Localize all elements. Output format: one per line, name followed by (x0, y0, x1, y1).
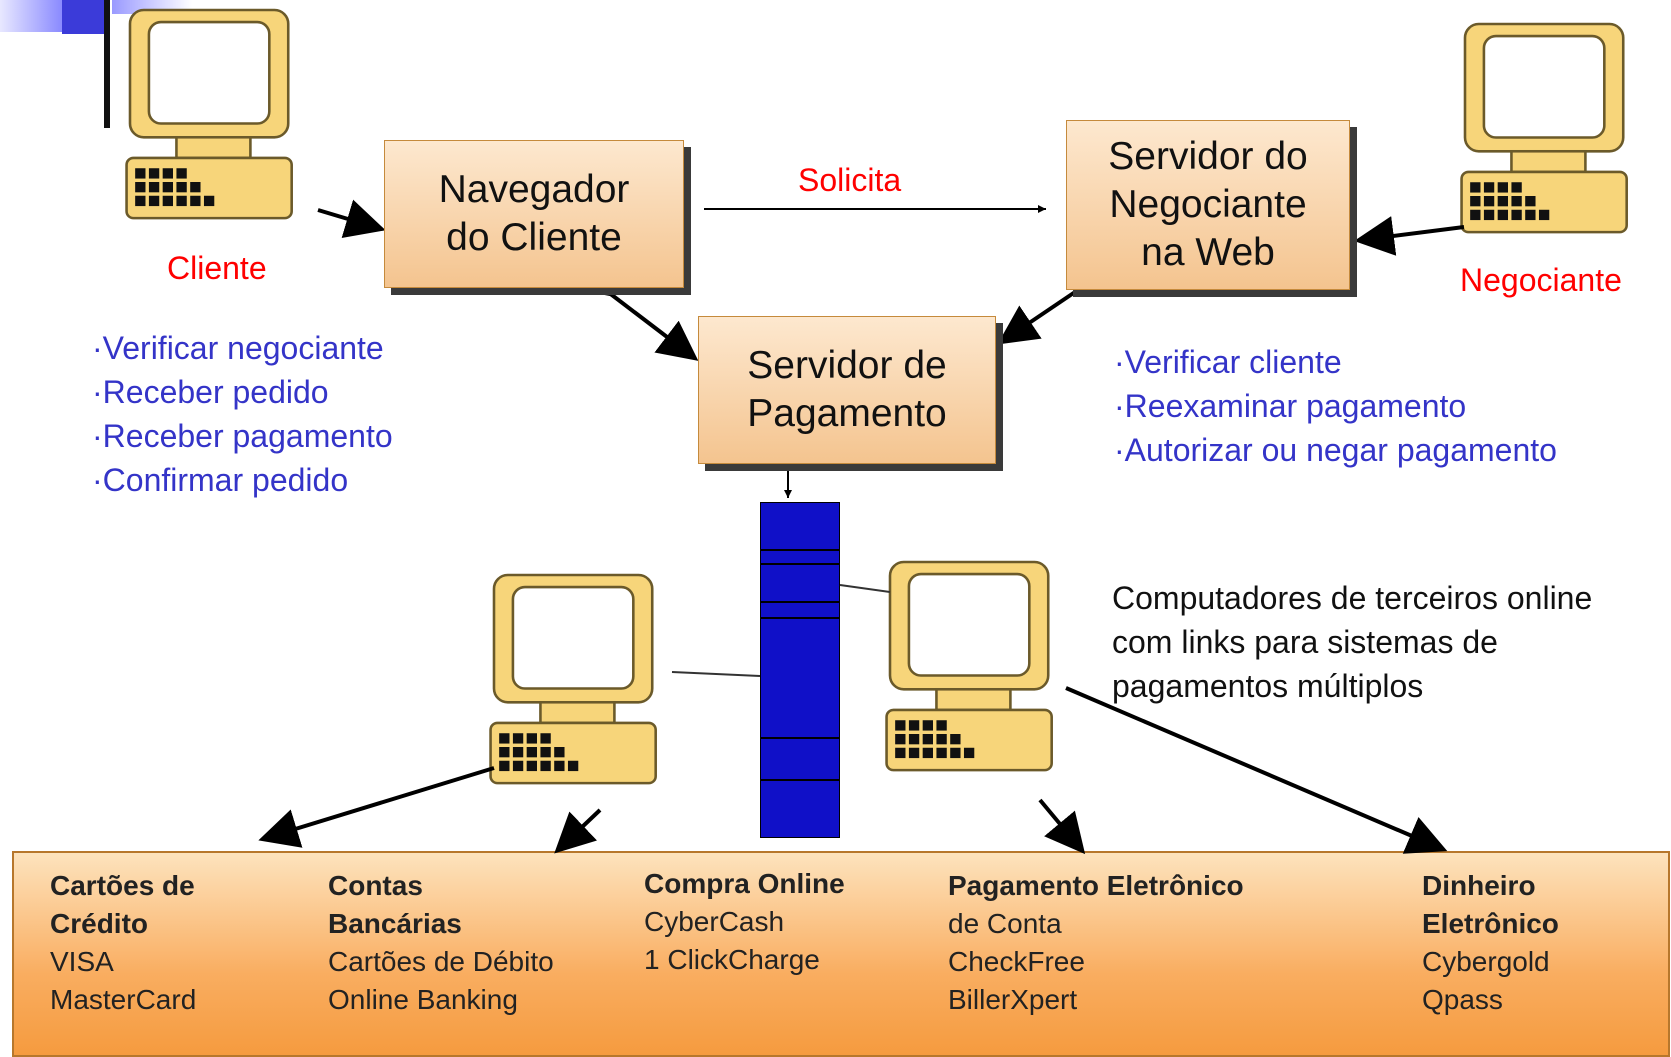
list-item: ·Reexaminar pagamento (1114, 388, 1467, 424)
column-head: Crédito (50, 908, 148, 939)
arrow (554, 808, 602, 854)
column-head: Bancárias (328, 908, 462, 939)
payment-column: Cartões de Crédito VISA MasterCard (50, 867, 196, 1019)
slide-corner-block (62, 0, 110, 34)
column-item: VISA (50, 946, 114, 977)
column-item: de Conta (948, 908, 1062, 939)
list-item: ·Autorizar ou negar pagamento (1114, 432, 1557, 468)
column-head: Eletrônico (1422, 908, 1559, 939)
arrow (258, 766, 495, 848)
column-item: CyberCash (644, 906, 785, 937)
third-party-computer-icon (489, 573, 657, 785)
column-head: Cartões de (50, 870, 195, 901)
column-item: CheckFree (948, 946, 1085, 977)
note-line: com links para sistemas de (1112, 624, 1498, 660)
list-item: ·Receber pedido (92, 374, 329, 410)
payment-column: Contas Bancárias Cartões de Débito Onlin… (328, 867, 554, 1019)
column-head: Pagamento Eletrônico (948, 870, 1244, 901)
list-item: ·Confirmar pedido (92, 462, 349, 498)
arrow (570, 256, 699, 361)
list-item: ·Verificar cliente (1114, 344, 1342, 380)
client-task-list: ·Verificar negociante ·Receber pedido ·R… (92, 326, 393, 502)
list-item: ·Receber pagamento (92, 418, 393, 454)
network-link (839, 584, 891, 593)
slide-corner-decoration (0, 0, 62, 32)
merchant-web-server-box: Servidor do Negociante na Web (1066, 120, 1350, 290)
column-head: Contas (328, 870, 423, 901)
network-link (671, 671, 761, 677)
merchant-task-list: ·Verificar cliente ·Reexaminar pagamento… (1114, 340, 1557, 472)
column-item: MasterCard (50, 984, 197, 1015)
third-party-note: Computadores de terceiros online com lin… (1112, 576, 1592, 708)
payment-column: Compra Online CyberCash 1 ClickCharge (644, 865, 845, 979)
client-label: Cliente (167, 250, 267, 286)
payment-systems-bar: Cartões de Crédito VISA MasterCard Conta… (12, 851, 1670, 1057)
column-item: Cybergold (1422, 946, 1550, 977)
client-computer-icon (125, 8, 293, 220)
column-item: 1 ClickCharge (644, 944, 820, 975)
request-label: Solicita (798, 162, 902, 198)
arrow (1065, 686, 1448, 854)
column-item: Qpass (1422, 984, 1503, 1015)
payment-column: Dinheiro Eletrônico Cybergold Qpass (1422, 867, 1559, 1019)
slide-corner-bar (104, 0, 110, 128)
arrow (317, 199, 386, 238)
third-party-computer-icon (885, 560, 1053, 772)
payment-server-box: Servidor de Pagamento (698, 316, 996, 464)
note-line: pagamentos múltiplos (1112, 668, 1424, 704)
column-head: Compra Online (644, 868, 845, 899)
arrow (1038, 798, 1086, 855)
column-item: BillerXpert (948, 984, 1078, 1015)
payment-column: Pagamento Eletrônico de Conta CheckFree … (948, 867, 1244, 1019)
merchant-label: Negociante (1460, 262, 1622, 298)
arrow (997, 255, 1116, 345)
column-head: Dinheiro (1422, 870, 1536, 901)
note-line: Computadores de terceiros online (1112, 580, 1593, 616)
arrow (1354, 216, 1465, 256)
column-item: Online Banking (328, 984, 518, 1015)
merchant-computer-icon (1460, 22, 1628, 234)
server-rack-icon (760, 502, 840, 838)
column-item: Cartões de Débito (328, 946, 554, 977)
list-item: ·Verificar negociante (92, 330, 384, 366)
client-browser-box: Navegador do Cliente (384, 140, 684, 288)
